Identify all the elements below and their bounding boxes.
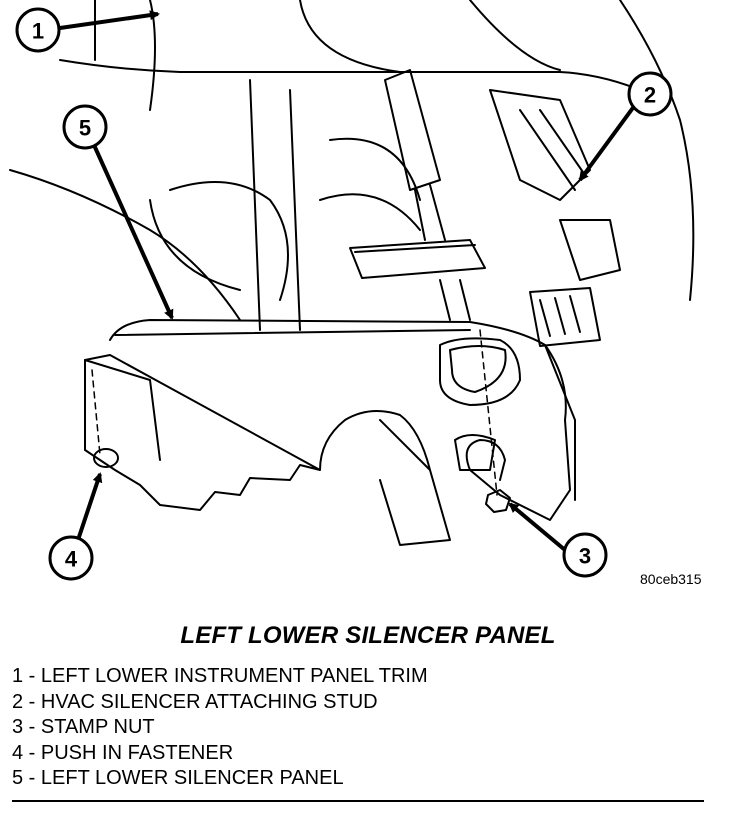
- push-in-fastener-shape: [93, 448, 119, 468]
- leader-arrow-3: [508, 502, 567, 552]
- legend-item-3: 3 - STAMP NUT: [12, 716, 155, 738]
- instrument-panel-edge: [59, 59, 641, 91]
- bottom-rule: [12, 800, 704, 802]
- callout-1: 1: [32, 19, 44, 44]
- figure-title: LEFT LOWER SILENCER PANEL: [180, 622, 556, 649]
- callout-5: 5: [79, 116, 91, 141]
- leader-arrow-4: [76, 472, 103, 541]
- callout-2: 2: [644, 83, 656, 108]
- callout-4: 4: [65, 547, 78, 572]
- leader-arrow-1: [59, 10, 160, 30]
- legend-item-4: 4 - PUSH IN FASTENER: [12, 741, 234, 764]
- stamp-nut-shape: [485, 489, 511, 513]
- brake-pedal: [349, 239, 486, 279]
- leader-arrow-2: [578, 103, 637, 182]
- legend-item-5: 5 - LEFT LOWER SILENCER PANEL: [12, 767, 344, 789]
- legend-item-1: 1 - LEFT LOWER INSTRUMENT PANEL TRIM: [12, 665, 428, 687]
- legend-item-2: 2 - HVAC SILENCER ATTACHING STUD: [12, 690, 378, 713]
- steering-column: [384, 69, 441, 191]
- callout-3: 3: [579, 544, 591, 569]
- figure-code: 80ceb315: [640, 571, 702, 587]
- legend: 1 - LEFT LOWER INSTRUMENT PANEL TRIM 2 -…: [12, 664, 428, 792]
- leader-arrow-5: [92, 144, 174, 320]
- silencer-panel-outline: [84, 319, 571, 521]
- silencer-panel-illustration: 1 2 5 4 3: [9, 0, 695, 581]
- wiring-connector: [529, 287, 601, 347]
